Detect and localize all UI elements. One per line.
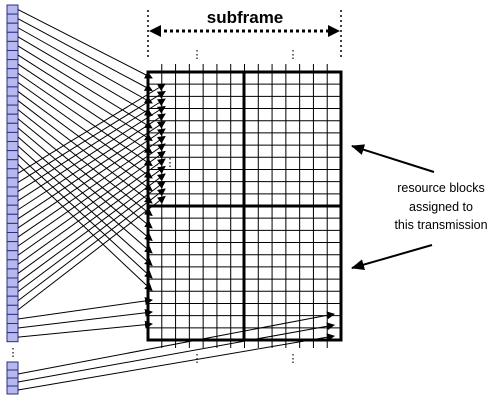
coded-bits-column-tail: [6, 361, 19, 395]
coded-bit-cell: [6, 122, 19, 133]
coded-bit-cell: [6, 22, 19, 33]
coded-bit-cell: [6, 268, 19, 279]
coded-bit-cell: [6, 59, 19, 70]
mapping-arrow: [17, 311, 335, 375]
mapping-arrow: [17, 127, 153, 242]
coded-bit-cell: [6, 222, 19, 233]
coded-bit-cell: [6, 141, 19, 152]
coded-bit-cell: [6, 113, 19, 124]
coded-bit-cell: [6, 186, 19, 197]
mapping-arrow: [17, 120, 166, 220]
mapping-arrow: [17, 63, 153, 154]
coded-bit-cell: [6, 385, 19, 395]
mapping-arrow: [17, 195, 166, 311]
coded-bit-cell: [6, 250, 19, 261]
subframe-left-arrowhead: [149, 25, 161, 37]
mapping-arrow: [17, 150, 166, 256]
coded-bit-cell: [6, 304, 19, 315]
mapping-arrow: [17, 36, 153, 117]
mapping-arrow: [17, 180, 166, 293]
resource-block-borders: [146, 70, 343, 342]
mapping-arrow: [17, 109, 153, 217]
coded-bit-cell: [6, 313, 19, 324]
coded-bit-cell: [6, 4, 19, 15]
mapping-arrow: [17, 143, 166, 247]
coded-bit-cell: [6, 323, 19, 334]
coded-bit-cell: [6, 286, 19, 297]
mapping-arrow: [17, 165, 166, 274]
annotation-line-3: this transmission: [394, 218, 487, 232]
subframe-dimension: subframe: [147, 8, 342, 58]
mapping-arrow: [17, 83, 166, 174]
coded-bit-cell: [6, 195, 19, 206]
coded-bit-cell: [6, 213, 19, 224]
mapping-arrow: [17, 100, 153, 204]
coded-bit-cell: [6, 168, 19, 179]
coded-bit-cell: [6, 150, 19, 161]
subframe-right-arrowhead: [328, 25, 340, 37]
mapping-arrow: [17, 18, 153, 91]
coded-bit-cell: [6, 332, 19, 343]
subframe-label: subframe: [207, 8, 284, 27]
mapping-arrow: [17, 136, 153, 254]
mapping-arrow: [17, 27, 153, 104]
mapping-arrow: [17, 322, 335, 383]
mapping-arrow: [17, 333, 335, 391]
mapping-arrow: [17, 188, 166, 302]
annotation-line-1: resource blocks: [397, 181, 485, 195]
coded-bit-cell: [6, 259, 19, 270]
coded-bit-cell: [6, 31, 19, 42]
coded-bit-cell: [6, 40, 19, 52]
coded-bit-cell: [6, 13, 19, 24]
coded-bit-cell: [6, 104, 19, 115]
mapping-arrow: [17, 72, 153, 167]
coded-bit-cell: [6, 50, 19, 61]
mapping-arrow: [17, 9, 153, 79]
mapping-arrow: [17, 90, 166, 183]
mapping-arrow: [17, 173, 166, 283]
mapping-arrow: [17, 163, 153, 292]
mapping-arrow: [17, 113, 166, 211]
coded-bit-cell: [6, 86, 19, 97]
mapping-arrow: [17, 135, 166, 238]
coded-bit-cell: [6, 159, 19, 170]
ellipsis-grid-inner: ⋮: [165, 157, 176, 169]
mapping-arrow: [17, 158, 166, 265]
coded-bit-cell: [6, 232, 19, 243]
coded-bit-cell: [6, 369, 19, 379]
mapping-arrow: [17, 98, 166, 192]
mapping-arrow: [17, 308, 153, 329]
mapping-arrow: [17, 297, 153, 320]
annotation-arrow-upper: [351, 144, 435, 173]
annotation-line-2: assigned to: [409, 200, 473, 214]
mapping-arrow: [17, 320, 153, 338]
coded-bit-cell: [6, 177, 19, 188]
coded-bit-cell: [6, 131, 19, 142]
coded-bit-cell: [6, 377, 19, 387]
ellipsis-bottom-right: ⋮: [288, 353, 299, 365]
ellipsis-top-right: ⋮: [288, 49, 299, 61]
mapping-arrow: [17, 81, 153, 179]
mapping-arrow: [17, 118, 153, 229]
ellipsis-top-left: ⋮: [192, 49, 203, 61]
coded-bit-cell: [6, 77, 19, 88]
coded-bit-cell: [6, 277, 19, 288]
coded-bit-cell: [6, 295, 19, 306]
mapping-arrow: [17, 45, 153, 129]
coded-bit-cell: [6, 68, 19, 79]
coded-bits-column: [6, 4, 19, 343]
coded-bit-cell: [6, 95, 19, 106]
mapping-arrow: [17, 105, 166, 202]
bit-to-resource-mapping: [17, 9, 335, 391]
resource-block-annotation: resource blocks assigned to this transmi…: [351, 144, 488, 270]
coded-bit-cell: [6, 204, 19, 215]
annotation-arrow-lower: [351, 244, 433, 270]
coded-bit-cell: [6, 361, 19, 371]
mapping-arrow: [17, 128, 166, 229]
coded-bit-cell: [6, 241, 19, 252]
ellipsis-bit-column: ⋮: [8, 347, 19, 359]
mapping-arrow: [17, 54, 153, 142]
mapping-arrow: [17, 145, 153, 267]
